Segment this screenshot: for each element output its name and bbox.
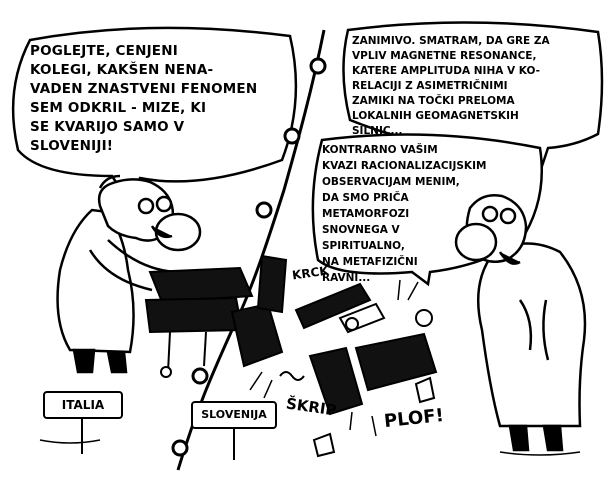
speech-text-middle: Kontrarno vašim kvazi racionalizacijskim… (322, 144, 487, 284)
speech-text-top-right: Zanimivo. Smatram, da gre za vpliv magne… (352, 35, 550, 137)
scientist-right (454, 194, 587, 452)
broken-table (144, 254, 438, 458)
sign-slovenia (191, 401, 277, 460)
border-line (171, 29, 327, 471)
motion-lines (249, 279, 419, 437)
speech-bubble-left (11, 26, 298, 203)
sign-slovenia-label: SLOVENIJA (201, 408, 267, 421)
sign-italia-label: ITALIA (61, 398, 105, 412)
scientist-left (56, 174, 202, 374)
speech-text-left: Poglejte, cenjeni kolegi, kakšen nena- v… (30, 43, 258, 154)
ground-line (39, 439, 581, 456)
sign-italia (43, 391, 123, 454)
